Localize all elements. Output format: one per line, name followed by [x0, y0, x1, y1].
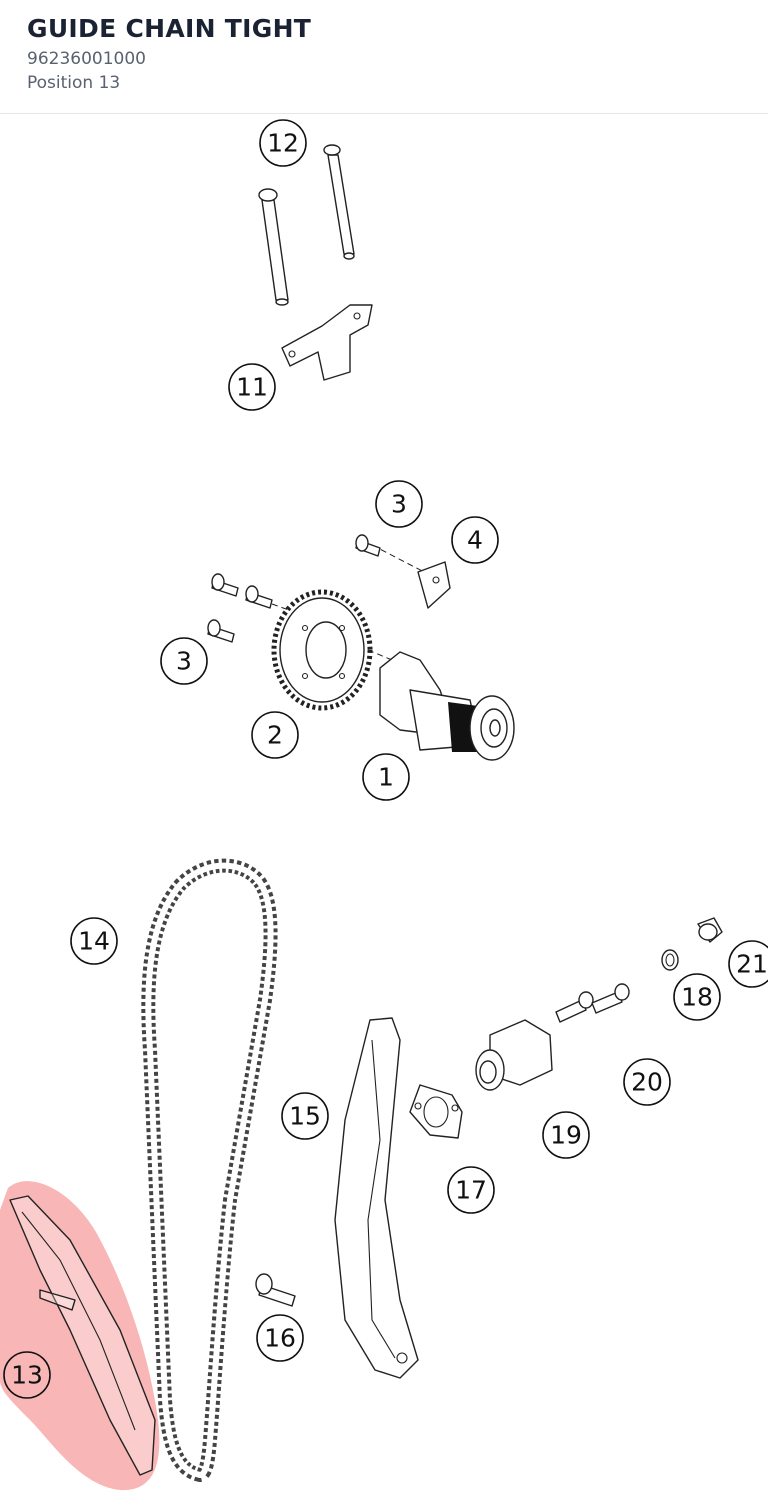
svg-text:4: 4 [467, 526, 483, 555]
callout-13[interactable]: 13 [3, 1351, 51, 1399]
part-14-chain[interactable] [141, 858, 278, 1483]
callout-4[interactable]: 4 [451, 516, 499, 564]
svg-text:21: 21 [736, 950, 768, 979]
svg-text:18: 18 [681, 983, 713, 1012]
callout-20[interactable]: 20 [623, 1058, 671, 1106]
callout-14[interactable]: 14 [70, 917, 118, 965]
svg-text:20: 20 [631, 1068, 663, 1097]
part-19-chain-tensioner[interactable] [475, 1019, 553, 1091]
exploded-parts-diagram: 12 11 3 4 3 2 1 14 [0, 115, 768, 1491]
callout-19[interactable]: 19 [542, 1111, 590, 1159]
part-20-bolts[interactable] [555, 983, 630, 1023]
svg-text:13: 13 [11, 1361, 43, 1390]
svg-text:1: 1 [378, 763, 394, 792]
callout-3-top[interactable]: 3 [375, 480, 423, 528]
part-1-camshaft[interactable] [379, 651, 515, 761]
svg-text:3: 3 [391, 490, 407, 519]
callout-12[interactable]: 12 [259, 119, 307, 167]
callout-18[interactable]: 18 [673, 973, 721, 1021]
svg-text:16: 16 [264, 1324, 296, 1353]
position-label: Position 13 [27, 73, 121, 93]
part-13-guide-rail[interactable] [9, 1195, 156, 1476]
callout-16[interactable]: 16 [256, 1314, 304, 1362]
svg-text:12: 12 [267, 129, 299, 158]
svg-text:14: 14 [78, 927, 110, 956]
selected-part-highlight [0, 1181, 160, 1491]
callout-1[interactable]: 1 [362, 753, 410, 801]
diagram-canvas: 12 11 3 4 3 2 1 14 [0, 119, 768, 1491]
svg-text:15: 15 [289, 1102, 321, 1131]
callout-21[interactable]: 21 [728, 940, 768, 988]
part-17-gasket[interactable] [409, 1084, 463, 1139]
part-18-o-ring[interactable] [661, 949, 679, 971]
part-16-pin-bolt[interactable] [255, 1273, 296, 1307]
part-11-bracket[interactable] [281, 304, 373, 381]
part-4-plate[interactable] [371, 544, 451, 609]
svg-text:17: 17 [455, 1176, 487, 1205]
part-3-bolts[interactable] [207, 534, 381, 643]
svg-text:3: 3 [176, 647, 192, 676]
callout-11[interactable]: 11 [228, 363, 276, 411]
callout-2[interactable]: 2 [251, 711, 299, 759]
part-title: GUIDE CHAIN TIGHT [27, 14, 312, 43]
part-15-tensioner-rail[interactable] [334, 1017, 419, 1379]
part-number: 96236001000 [27, 49, 146, 69]
part-2-sprocket[interactable] [271, 589, 393, 711]
svg-text:19: 19 [550, 1121, 582, 1150]
callout-3-left[interactable]: 3 [160, 637, 208, 685]
part-12-bolts[interactable] [258, 144, 355, 306]
callout-17[interactable]: 17 [447, 1166, 495, 1214]
svg-text:11: 11 [236, 373, 268, 402]
part-21-screw-plug[interactable] [697, 917, 723, 943]
callout-15[interactable]: 15 [281, 1092, 329, 1140]
part-header: GUIDE CHAIN TIGHT 96236001000 Position 1… [0, 0, 768, 114]
svg-text:2: 2 [267, 721, 283, 750]
